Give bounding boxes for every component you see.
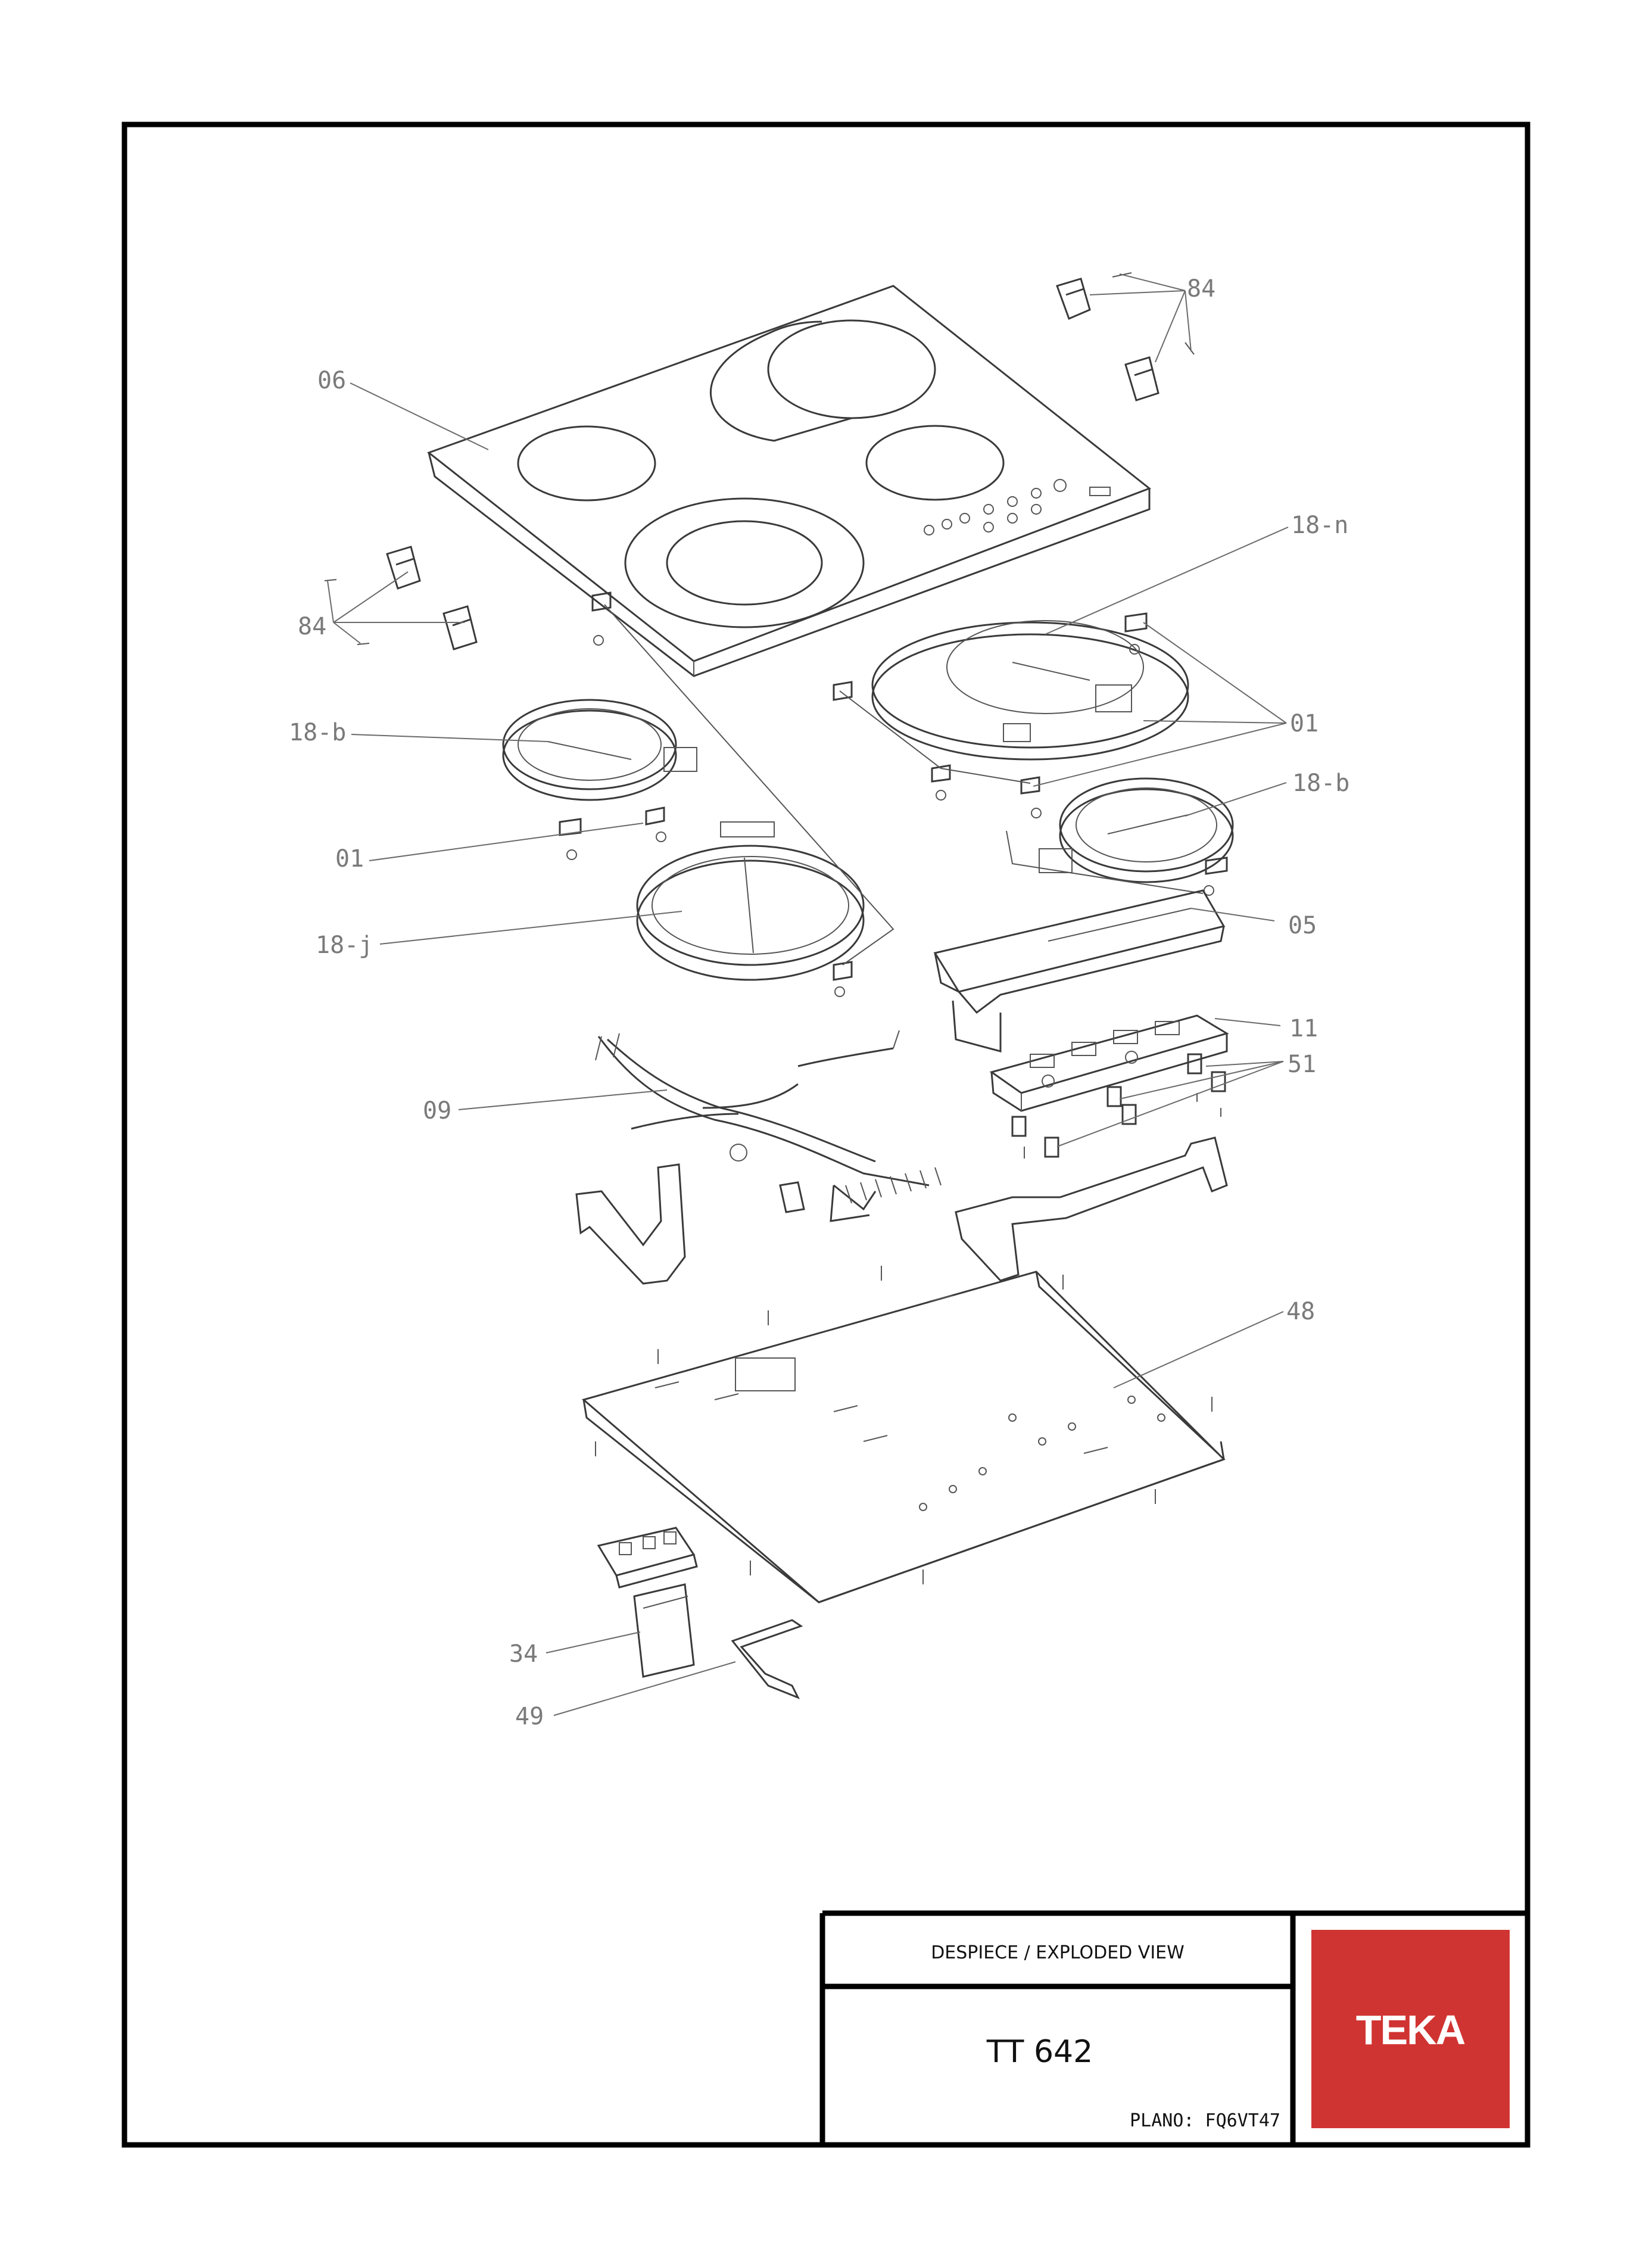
part-05-support-channel [933,889,1226,1052]
part-18n-oval-heating-element [871,620,1189,761]
part-51-springs [1011,1053,1226,1159]
callout-05: 05 [1288,912,1317,939]
part-18j-dual-heating-element [636,821,865,981]
touch-control-icons [924,479,1111,535]
part-09-wiring-harness [595,1030,942,1222]
teka-logo-box [1311,1930,1510,2128]
callout-51: 51 [1288,1051,1316,1078]
callout-18b-right: 18-b [1292,770,1349,797]
part-84-fixing-clips-top [1056,272,1195,401]
base-screws [595,1266,1212,1584]
part-06-ceramic-glass-top [426,285,1152,677]
callout-18n: 18-n [1291,512,1348,539]
callout-09: 09 [423,1097,451,1125]
part-48-bottom-casing [581,1266,1226,1603]
callout-11: 11 [1289,1015,1318,1042]
callout-48: 48 [1286,1298,1315,1325]
teka-logo: TEKA [1356,2007,1465,2053]
callout-01-right: 01 [1290,710,1319,737]
callout-49: 49 [515,1703,544,1730]
callout-34: 34 [509,1640,538,1668]
leader-lines [327,273,1289,1716]
side-support-bracket-left [575,1163,686,1285]
title-block-header: DESPIECE / EXPLODED VIEW [931,1942,1185,1963]
callout-84-left: 84 [298,613,326,640]
drawing-frame [121,122,1531,2148]
part-34-terminal-block [597,1527,698,1678]
part-49-cable-clamp [731,1619,803,1699]
title-block-plan: PLANO: FQ6VT47 [1130,2110,1280,2131]
callout-labels: 06 84 84 18-n 18-b 01 18-b 01 05 18-j 11… [289,275,1349,1730]
part-18b-heating-element-left [502,699,697,801]
part-11-electronic-control-board [989,1014,1229,1112]
title-block: DESPIECE / EXPLODED VIEW TT 642 PLANO: F… [819,1910,1528,2145]
title-block-model: TT 642 [986,2034,1093,2070]
callout-18j: 18-j [316,932,373,959]
callout-18b-left: 18-b [289,719,346,746]
part-01-element-clips [559,591,1228,997]
part-18b-heating-element-right [1039,777,1234,883]
callout-06: 06 [317,367,346,394]
side-support-bracket-right [955,1136,1228,1282]
callout-01-left: 01 [335,845,364,873]
callout-84-top: 84 [1187,275,1215,303]
